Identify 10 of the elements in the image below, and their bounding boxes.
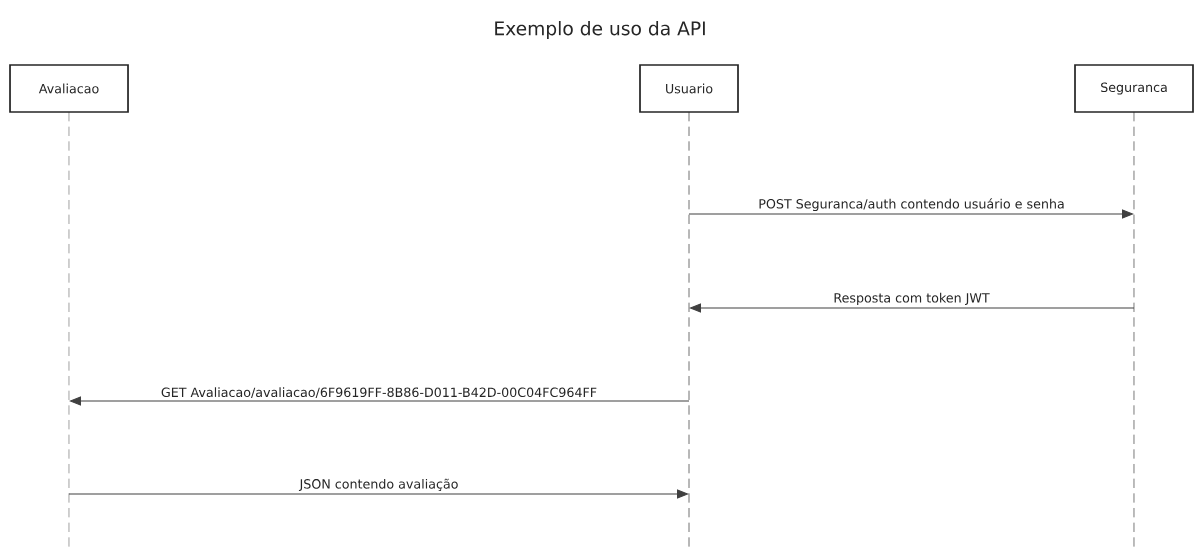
message-arrow [68,489,689,499]
message-label: JSON contendo avaliação [298,477,460,493]
message-arrow [688,209,1134,219]
participant-box: Avaliacao [9,64,129,113]
message-label: Resposta com token JWT [832,291,991,307]
message-arrow [69,396,690,406]
message-arrow [689,303,1135,313]
title: Exemplo de uso da API [495,20,705,40]
participant-box: Seguranca [1074,64,1194,113]
participant-box: Usuario [639,64,739,113]
